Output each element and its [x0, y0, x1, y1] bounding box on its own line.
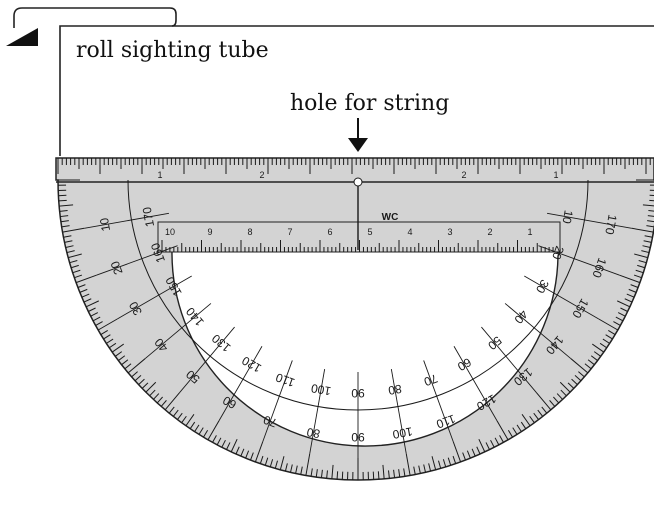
inner-ruler-number: 7	[287, 227, 292, 237]
inner-ruler-number: 3	[447, 227, 452, 237]
outer-scale-number: 10	[97, 216, 113, 232]
inner-ruler-number: 4	[407, 227, 412, 237]
hole-for-string-label: hole for string	[290, 91, 449, 116]
inner-scale-number: 90	[351, 386, 365, 400]
top-ruler-number: 2	[461, 170, 466, 180]
outer-scale-number: 90	[351, 430, 365, 444]
top-ruler-number: 1	[157, 170, 162, 180]
inner-ruler-number: 9	[207, 227, 212, 237]
inner-ruler-number: 5	[367, 227, 372, 237]
inner-scale-number: 10	[559, 209, 575, 225]
tube-corner-arrow-icon	[6, 28, 38, 46]
brand-mark: WC	[382, 212, 399, 223]
down-arrow-icon	[348, 138, 368, 152]
inner-ruler-number: 10	[165, 227, 175, 237]
degree-tick	[337, 471, 338, 479]
degree-tick	[378, 471, 379, 479]
degree-tick	[649, 200, 654, 201]
degree-tick	[59, 200, 67, 201]
inner-ruler-number: 8	[247, 227, 252, 237]
inner-ruler-number: 1	[527, 227, 532, 237]
string-hole	[354, 178, 362, 186]
roll-sighting-tube-label: roll sighting tube	[76, 38, 269, 63]
inner-ruler-number: 6	[327, 227, 332, 237]
inner-scale-number: 80	[387, 382, 403, 398]
top-ruler-number: 1	[553, 170, 558, 180]
outer-scale-number: 80	[305, 425, 321, 441]
sighting-tube-outline	[14, 8, 176, 156]
top-ruler-number: 2	[259, 170, 264, 180]
inner-ruler-number: 2	[487, 227, 492, 237]
